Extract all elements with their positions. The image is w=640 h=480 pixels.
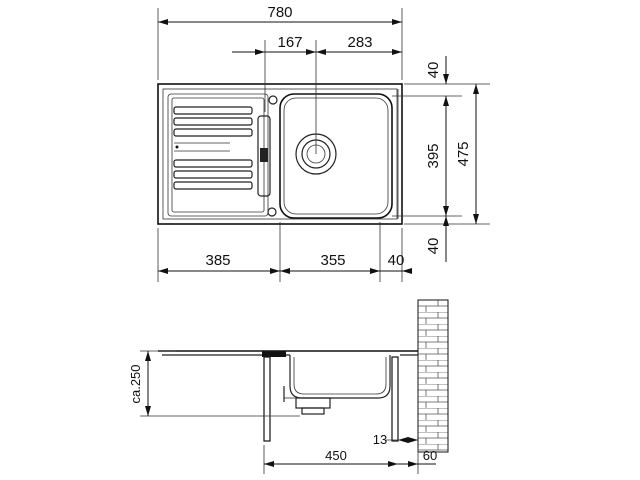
dim-bottom-depth: 450 60 xyxy=(263,445,437,474)
overflow-unit xyxy=(257,95,278,217)
drainer-grooves xyxy=(173,106,253,190)
label-bowl-depth: 395 xyxy=(425,143,442,168)
label-bowl-depth-side: 450 xyxy=(325,448,347,463)
dim-height: ca.250 xyxy=(128,350,300,417)
label-right-margin: 40 xyxy=(388,252,405,269)
label-top-margin: 40 xyxy=(425,62,442,79)
label-bottom-margin: 40 xyxy=(425,238,442,255)
label-wall-offset: 60 xyxy=(423,448,437,463)
sink-bowl xyxy=(279,93,393,219)
label-overall-width: 780 xyxy=(267,4,292,21)
dim-vertical-right: 40 395 40 475 xyxy=(392,56,490,262)
label-overall-depth: 475 xyxy=(455,141,472,166)
side-view: ca.250 13 450 60 xyxy=(128,299,449,474)
top-view: 780 167 283 40 3 xyxy=(157,4,490,282)
dim-wall-gap: 13 xyxy=(373,432,418,447)
dim-horizontal-bottom: 385 355 40 xyxy=(157,222,412,282)
label-height: ca.250 xyxy=(128,364,143,403)
dim-overall-width: 780 xyxy=(157,4,403,80)
label-bowl-offset: 283 xyxy=(347,34,372,51)
label-wall-gap: 13 xyxy=(373,432,387,447)
label-bowl-width: 355 xyxy=(320,252,345,269)
label-drainer-offset: 167 xyxy=(277,34,302,51)
label-drainer-width: 385 xyxy=(205,252,230,269)
sink-profile xyxy=(158,350,418,415)
brick-wall xyxy=(417,299,449,453)
dim-drainer-bowl-offsets: 167 283 xyxy=(232,34,402,154)
cabinet-supports xyxy=(263,356,399,442)
